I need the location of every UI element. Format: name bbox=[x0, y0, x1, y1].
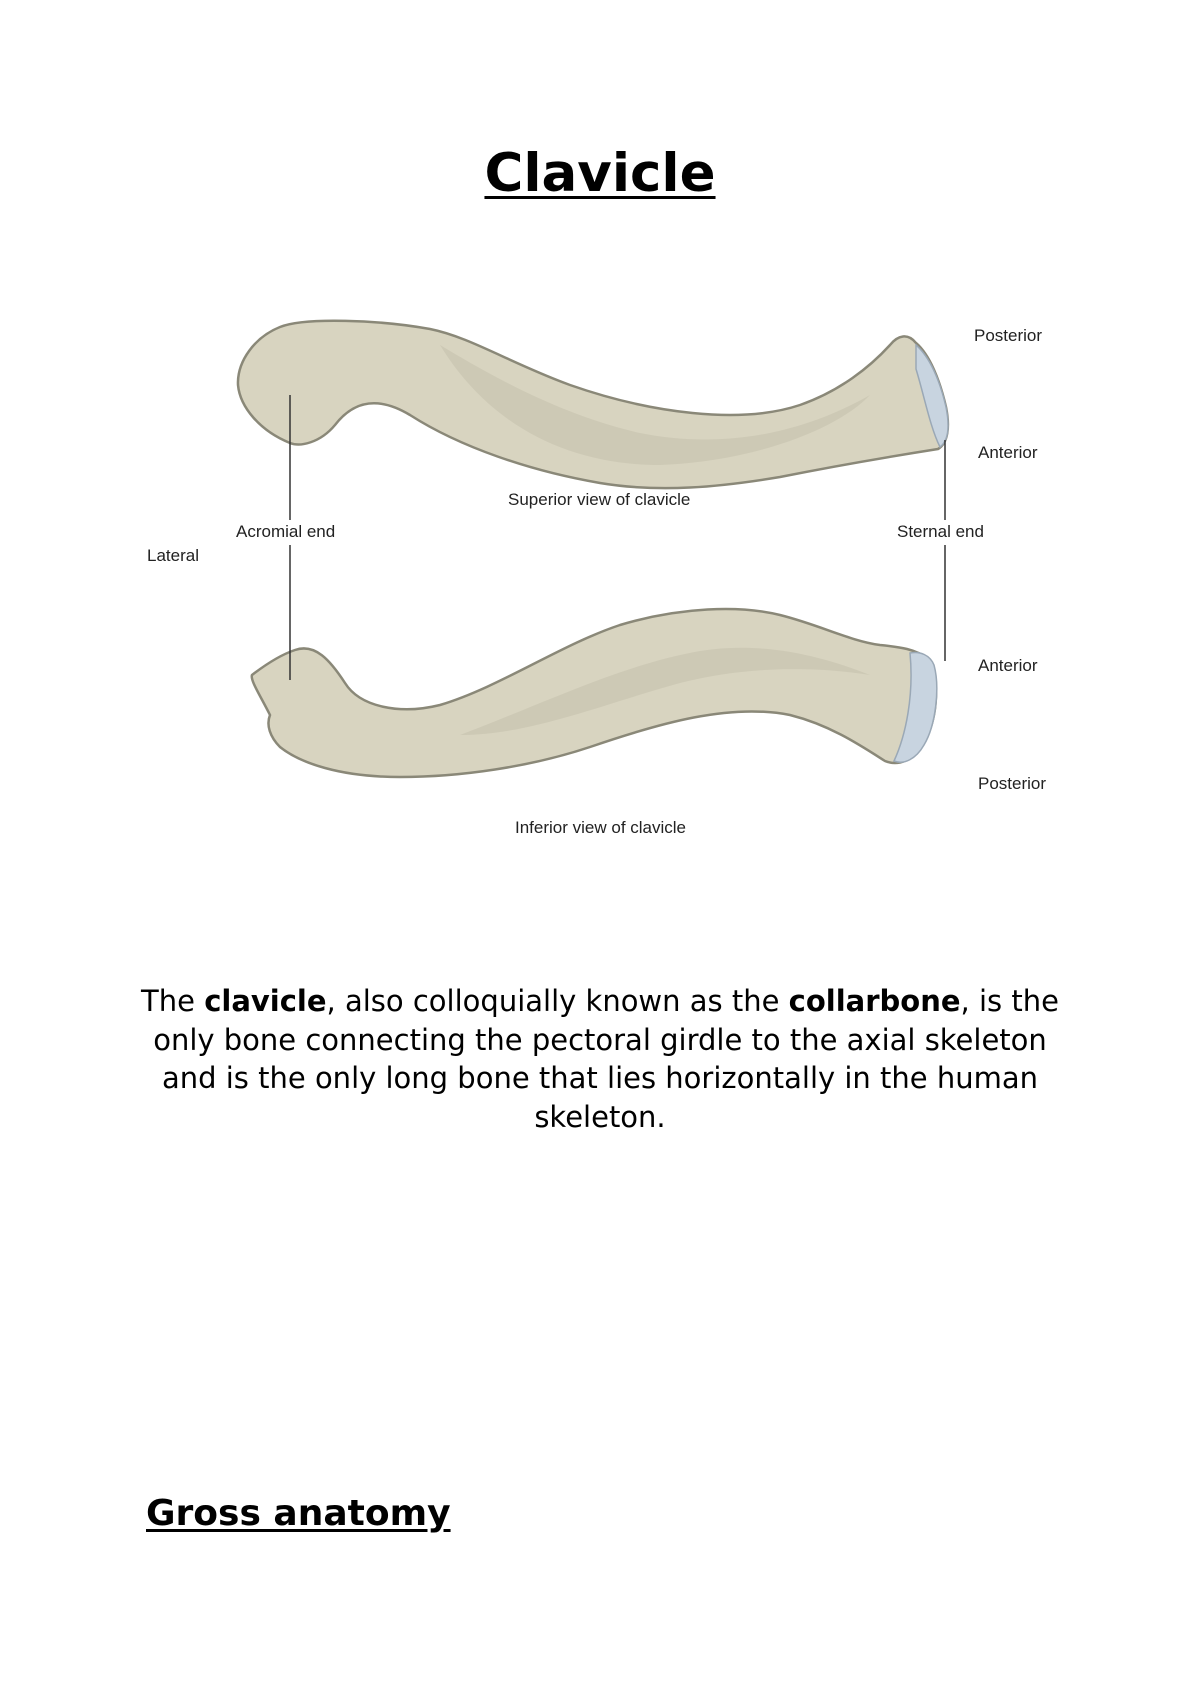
label-posterior-top: Posterior bbox=[974, 326, 1042, 345]
label-inferior-view: Inferior view of clavicle bbox=[515, 818, 686, 837]
superior-sternal-cartilage bbox=[915, 343, 949, 449]
label-posterior-bottom: Posterior bbox=[978, 774, 1046, 793]
label-acromial-end: Acromial end bbox=[236, 522, 335, 541]
section-heading-gross-anatomy: Gross anatomy bbox=[146, 1493, 451, 1534]
superior-bone-shade bbox=[440, 345, 870, 465]
inferior-bone-shade bbox=[460, 647, 870, 735]
inferior-sternal-cartilage bbox=[892, 651, 938, 763]
superior-bone-body bbox=[236, 319, 950, 490]
intro-text-3: , is the only bone connecting the pector… bbox=[153, 984, 1059, 1134]
label-anterior-bottom: Anterior bbox=[978, 656, 1038, 675]
superior-view-bone bbox=[236, 319, 950, 490]
label-sternal-end: Sternal end bbox=[897, 522, 984, 541]
term-collarbone: collarbone bbox=[788, 984, 961, 1018]
inferior-view-bone bbox=[250, 607, 938, 779]
page-title: Clavicle bbox=[484, 143, 716, 204]
label-anterior-top: Anterior bbox=[978, 443, 1038, 462]
label-superior-view: Superior view of clavicle bbox=[508, 490, 690, 509]
clavicle-illustration: Posterior Anterior Superior view of clav… bbox=[147, 319, 1046, 837]
clavicle-figure: Posterior Anterior Superior view of clav… bbox=[140, 315, 1070, 845]
intro-text-1: The bbox=[141, 984, 205, 1018]
term-clavicle: clavicle bbox=[204, 984, 327, 1018]
intro-paragraph: The clavicle, also colloquially known as… bbox=[140, 982, 1060, 1136]
intro-text-2: , also colloquially known as the bbox=[326, 984, 789, 1018]
label-lateral: Lateral bbox=[147, 546, 199, 565]
